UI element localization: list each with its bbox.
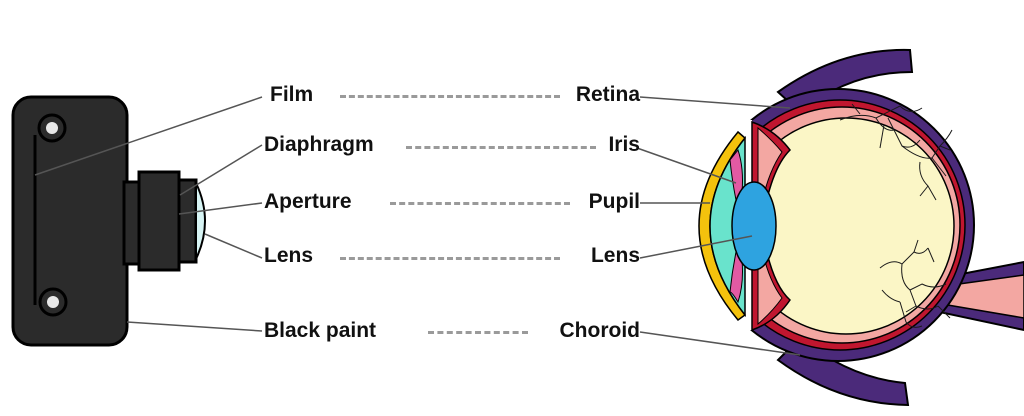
label-lens-eye: Lens	[590, 244, 640, 267]
camera-body	[11, 95, 129, 347]
leader-aperture	[178, 202, 263, 215]
eye-lens	[731, 181, 777, 271]
label-iris: Iris	[608, 133, 640, 156]
eye-illustration	[690, 48, 1024, 407]
label-aperture: Aperture	[264, 190, 352, 213]
dash-film-retina	[340, 95, 560, 98]
camera-screw-bottom-hole	[47, 296, 59, 308]
eye-leader-lines	[636, 96, 801, 356]
dash-blackpaint-choroid	[428, 331, 528, 334]
dash-lens-lens	[340, 257, 560, 260]
leader-retina	[639, 96, 791, 109]
label-retina: Retina	[575, 83, 640, 106]
dash-diaphragm-iris	[406, 146, 596, 149]
camera-leader-lines	[34, 96, 263, 332]
leader-iris	[636, 147, 737, 184]
camera-lens-glass	[195, 182, 206, 260]
label-diaphragm: Diaphragm	[264, 133, 374, 156]
camera-diaphragm	[177, 178, 198, 264]
leader-lens-eye	[639, 235, 753, 259]
label-lens-camera: Lens	[264, 244, 314, 267]
leader-choroid	[639, 331, 801, 356]
camera-screw-top-hole	[46, 122, 58, 134]
retinal-vessels-lower	[879, 239, 951, 328]
retinal-vessels-upper	[839, 103, 953, 201]
label-film: Film	[270, 83, 314, 106]
camera-lens-barrel	[137, 170, 181, 272]
camera-illustration	[11, 95, 206, 347]
leader-black-paint	[126, 321, 263, 332]
leader-diaphragm	[179, 144, 263, 196]
iris-lower	[729, 250, 743, 304]
leader-lens-camera	[204, 233, 263, 259]
label-black-paint: Black paint	[264, 319, 377, 342]
label-choroid: Choroid	[559, 319, 640, 342]
dash-aperture-pupil	[390, 202, 570, 205]
leader-film	[34, 96, 263, 176]
label-pupil: Pupil	[588, 190, 640, 213]
